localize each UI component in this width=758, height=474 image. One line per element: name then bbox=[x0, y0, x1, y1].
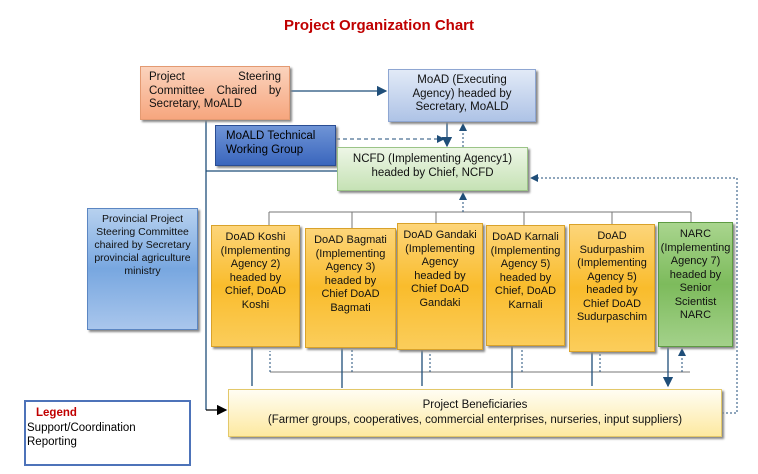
agency-box-narc: NARC (Implementing Agency 7) headed by S… bbox=[658, 222, 733, 347]
moad-label: MoAD (Executing Agency) headed by Secret… bbox=[412, 74, 512, 113]
agency-label: NARC (Implementing Agency 7) headed by S… bbox=[660, 228, 731, 321]
agency-label: DoAD Bagmati (Implementing Agency 3) hea… bbox=[314, 234, 387, 314]
legend: Legend Support/Coordination Reporting bbox=[24, 400, 191, 466]
ncfd-label: NCFD (Implementing Agency1) headed by Ch… bbox=[352, 153, 513, 179]
ncfd-box: NCFD (Implementing Agency1) headed by Ch… bbox=[337, 147, 528, 191]
legend-heading: Legend bbox=[36, 407, 77, 419]
beneficiaries-title: Project Beneficiaries bbox=[422, 399, 528, 411]
agency-label: DoAD Karnali (Implementing Agency 5) hea… bbox=[490, 231, 561, 311]
provincial-committee-box: Provincial Project Steering Committee ch… bbox=[87, 208, 198, 330]
agency-label: DoAD Sudurpashim (Implementing Agency 5)… bbox=[576, 230, 648, 323]
twg-box: MoALD Technical Working Group bbox=[215, 125, 336, 166]
beneficiaries-detail: (Farmer groups, cooperatives, commercial… bbox=[267, 414, 683, 426]
agency-box-bagmati: DoAD Bagmati (Implementing Agency 3) hea… bbox=[305, 228, 396, 348]
agency-to-beneficiary-arrows bbox=[251, 346, 668, 388]
chart-title: Project Organization Chart bbox=[283, 17, 475, 34]
legend-item-support: Support/Coordination bbox=[27, 421, 136, 434]
steering-committee-box: Project Steering Committee Chaired by Se… bbox=[140, 66, 290, 120]
agency-box-gandaki: DoAD Gandaki (Implementing Agency headed… bbox=[397, 223, 483, 350]
agency-label: DoAD Gandaki (Implementing Agency headed… bbox=[403, 229, 477, 309]
twg-label: MoALD Technical Working Group bbox=[226, 130, 316, 156]
agency-box-karnali: DoAD Karnali (Implementing Agency 5) hea… bbox=[486, 225, 565, 346]
moad-box: MoAD (Executing Agency) headed by Secret… bbox=[388, 69, 536, 122]
beneficiary-to-ncfd-dotted bbox=[530, 174, 738, 414]
beneficiaries-box: Project Beneficiaries (Farmer groups, co… bbox=[228, 389, 722, 437]
agency-bar-top bbox=[268, 211, 692, 228]
agency-label: DoAD Koshi (Implementing Agency 2) heade… bbox=[220, 231, 291, 311]
steering-committee-label: Project Steering Committee Chaired by Se… bbox=[149, 71, 281, 110]
reporting-up-arrows bbox=[269, 348, 682, 372]
agency-box-koshi: DoAD Koshi (Implementing Agency 2) heade… bbox=[211, 225, 300, 347]
provincial-committee-label: Provincial Project Steering Committee ch… bbox=[94, 213, 191, 277]
agency-box-sudurpaschim: DoAD Sudurpashim (Implementing Agency 5)… bbox=[569, 224, 655, 352]
legend-item-reporting: Reporting bbox=[27, 436, 77, 448]
